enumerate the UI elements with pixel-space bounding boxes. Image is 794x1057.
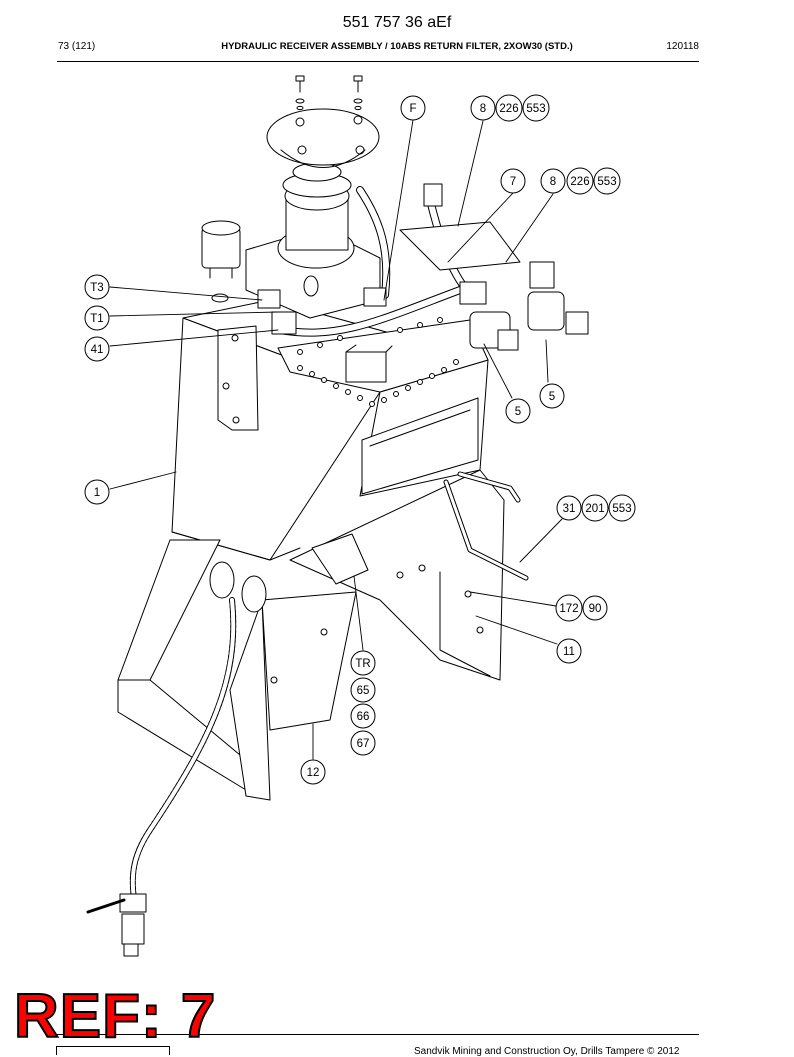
- drawing-code: 120118: [666, 41, 699, 52]
- callout-label: 12: [307, 767, 320, 779]
- header-rule: [57, 61, 699, 62]
- company-logo: [56, 1046, 170, 1055]
- breather: [201, 220, 241, 303]
- callout-label: T1: [90, 313, 103, 325]
- callout-label: T3: [90, 282, 103, 294]
- drain-hose: [86, 597, 237, 957]
- callout-label: 172: [559, 603, 578, 615]
- callout-label: 41: [91, 344, 104, 356]
- callout-label: 7: [510, 176, 516, 188]
- reference-stamp: REF: 7: [13, 982, 217, 1051]
- callout-circles: [84, 94, 636, 785]
- page-number: 73 (121): [58, 41, 96, 52]
- drain-ports: [209, 533, 369, 613]
- leader-lines: [109, 119, 563, 760]
- copyright-footer: Sandvik Mining and Construction Oy, Dril…: [414, 1046, 680, 1057]
- callout-label: 226: [570, 176, 589, 188]
- drawing-heading: HYDRAULIC RECEIVER ASSEMBLY / 10ABS RETU…: [221, 41, 573, 52]
- support-frame: [117, 469, 529, 801]
- callout-label: 90: [589, 603, 602, 615]
- callout-label: 226: [499, 103, 518, 115]
- document-title: 551 757 36 aEf: [342, 14, 452, 31]
- callout-label: 5: [549, 391, 555, 403]
- callout-label: 67: [357, 738, 370, 750]
- callout-label: 553: [597, 176, 616, 188]
- callout-label: 8: [480, 103, 486, 115]
- return-hoses: [257, 183, 589, 351]
- return-filter: [245, 75, 381, 319]
- callout-label: 1: [94, 487, 100, 499]
- callout-label: 553: [612, 503, 631, 515]
- callout-label: 11: [563, 646, 575, 658]
- callout-label: 66: [357, 711, 370, 723]
- callout-label: 65: [357, 685, 370, 697]
- callout-label: F: [409, 103, 416, 115]
- callout-label: 31: [563, 503, 576, 515]
- callout-label: 5: [515, 406, 521, 418]
- callout-label: 201: [585, 503, 604, 515]
- side-bracket: [217, 325, 259, 431]
- callout-label: 8: [550, 176, 556, 188]
- footer-rule: [57, 1034, 699, 1035]
- callout-label: TR: [355, 658, 370, 670]
- callout-label: 553: [526, 103, 545, 115]
